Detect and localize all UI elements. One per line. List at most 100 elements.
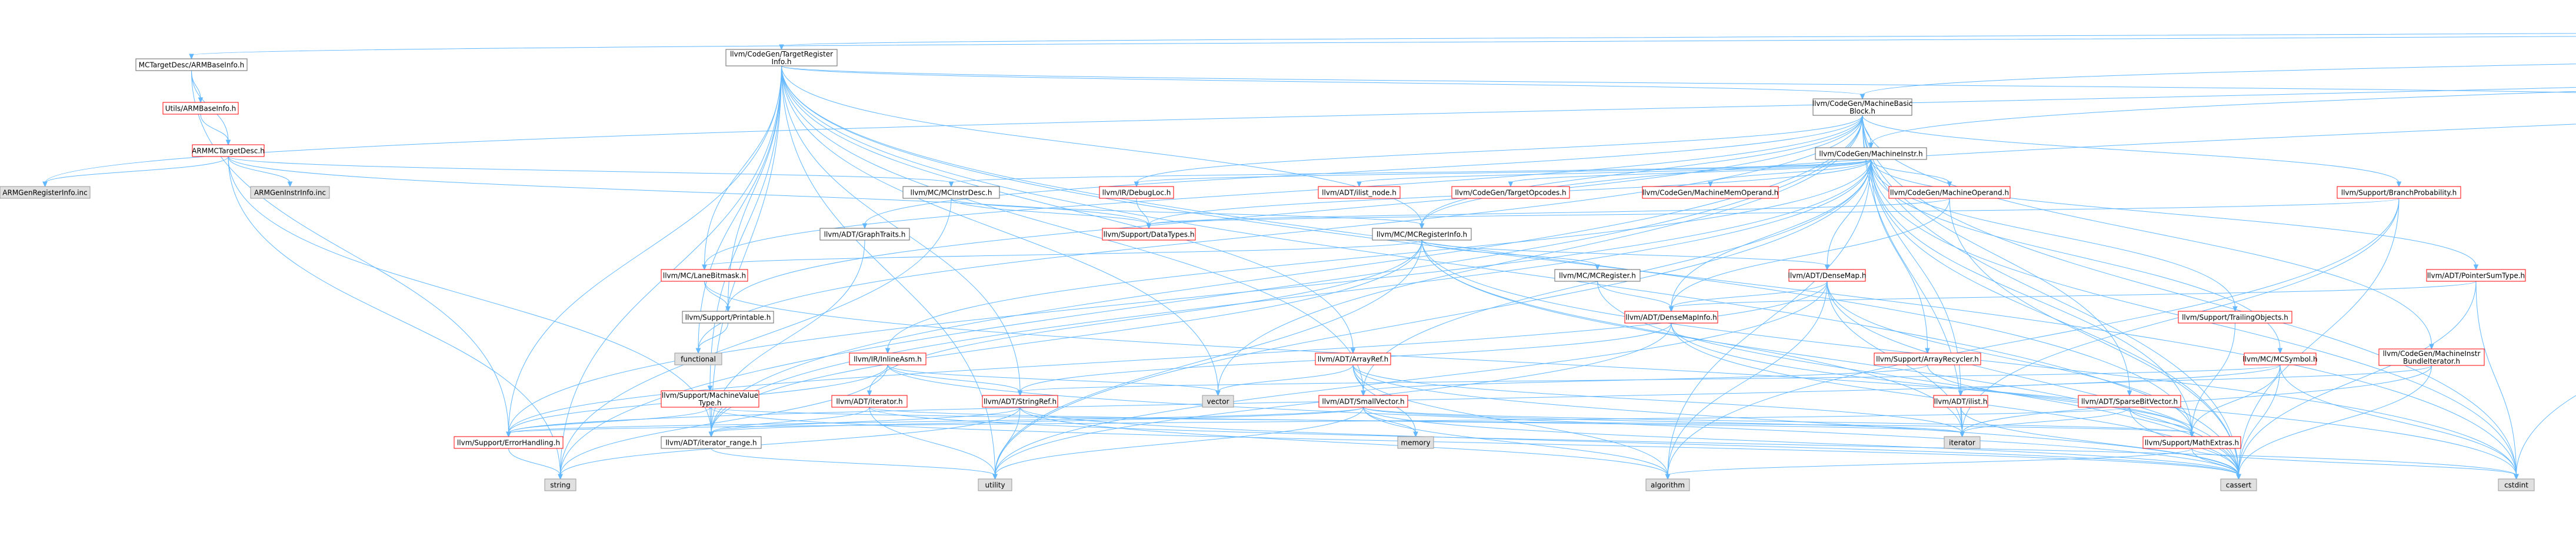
graph-node-arrayref[interactable]: llvm/ADT/ArrayRef.h — [1315, 352, 1391, 365]
graph-node-debugloc[interactable]: llvm/IR/DebugLoc.h — [1099, 186, 1174, 199]
edge-arrowhead — [1419, 223, 1425, 229]
node-label: Type.h — [698, 399, 722, 407]
graph-node-mcinstrdesc[interactable]: llvm/MC/MCInstrDesc.h — [902, 186, 1000, 199]
graph-node-branchprobability[interactable]: llvm/Support/BranchProbability.h — [2337, 186, 2461, 199]
node-label: llvm/CodeGen/MachineBasic — [1812, 99, 1913, 108]
graph-node-machineoperand[interactable]: llvm/CodeGen/MachineOperand.h — [1888, 186, 2011, 199]
graph-node-densemap[interactable]: llvm/ADT/DenseMap.h — [1788, 269, 1867, 282]
dependency-edge — [1421, 239, 1598, 267]
dependency-edge — [1671, 281, 1828, 308]
node-label: llvm/CodeGen/MachineInstr — [2383, 350, 2481, 358]
node-label: ARMGenRegisterInfo.inc — [2, 189, 87, 197]
dependency-edge — [728, 115, 1863, 308]
graph-node-machinememoperand[interactable]: llvm/CodeGen/MachineMemOperand.h — [1642, 186, 1779, 199]
graph-node-iteratorrange[interactable]: llvm/ADT/iterator_range.h — [661, 436, 762, 449]
dependency-edge — [698, 322, 728, 350]
dependency-edge — [191, 36, 2576, 56]
edge-arrowhead — [1868, 142, 1874, 149]
node-label: BundleIterator.h — [2403, 357, 2460, 365]
dependency-edge — [864, 115, 1863, 225]
dependency-edge — [200, 114, 229, 142]
dependency-edge — [2280, 364, 2517, 476]
dependency-edge — [887, 364, 2239, 476]
graph-node-trailingobjects[interactable]: llvm/Support/TrailingObjects.h — [2178, 311, 2292, 324]
dependency-edge — [995, 407, 1021, 476]
graph-node-datatypes[interactable]: llvm/Support/DataTypes.h — [1102, 228, 1196, 241]
graph-node-smallvector[interactable]: llvm/ADT/SmallVector.h — [1318, 395, 1408, 408]
dependency-edge — [709, 407, 712, 434]
graph-node-targetopcodes[interactable]: llvm/CodeGen/TargetOpcodes.h — [1451, 186, 1570, 199]
node-label: llvm/ADT/ilist.h — [1934, 398, 1988, 406]
edge-arrowhead — [725, 306, 731, 312]
node-label: llvm/Support/MathExtras.h — [2145, 439, 2239, 447]
graph-node-stringref[interactable]: llvm/ADT/StringRef.h — [982, 395, 1058, 408]
dependency-edge — [1862, 115, 1961, 392]
node-box — [1202, 395, 1234, 408]
edge-arrowhead — [2277, 348, 2283, 354]
node-label: llvm/CodeGen/TargetRegister — [730, 50, 833, 58]
dependency-edge — [951, 198, 1422, 225]
edge-arrowhead — [1134, 181, 1139, 188]
edge-arrowhead — [1960, 431, 1965, 438]
graph-node-ilistnode[interactable]: llvm/ADT/ilist_node.h — [1318, 186, 1401, 199]
graph-node-pointersumtype[interactable]: llvm/ADT/PointerSumType.h — [2426, 269, 2526, 282]
dependency-edge — [869, 407, 2517, 476]
graph-node-utilsarmbaseinfo[interactable]: Utils/ARMBaseInfo.h — [162, 102, 239, 115]
node-box — [849, 352, 927, 365]
graph-node-adtiterator[interactable]: llvm/ADT/iterator.h — [831, 395, 908, 408]
edge-arrowhead — [1665, 474, 1671, 480]
graph-node-ilist[interactable]: llvm/ADT/ilist.h — [1933, 395, 1988, 408]
dependency-edge — [781, 65, 1422, 225]
edge-arrowhead — [1947, 181, 1952, 188]
dependency-edge — [1148, 198, 1950, 225]
graph-node-errorhandling[interactable]: llvm/Support/ErrorHandling.h — [454, 436, 564, 449]
dependency-edge — [1136, 198, 1149, 225]
graph-node-mcregisterinfo[interactable]: llvm/MC/MCRegisterInfo.h — [1372, 228, 1472, 241]
dependency-edge — [711, 407, 870, 434]
edge-arrowhead — [2514, 474, 2519, 480]
node-box — [0, 186, 91, 199]
graph-node-armmctargetdesc[interactable]: ARMMCTargetDesc.h — [192, 144, 265, 157]
dependency-edge — [781, 65, 2192, 434]
dependency-edge — [228, 156, 291, 184]
dependency-edge — [1136, 159, 1871, 184]
dependency-edge — [1671, 198, 1950, 308]
graph-node-densemapinfo[interactable]: llvm/ADT/DenseMapInfo.h — [1624, 311, 1718, 324]
graph-node-mcregister[interactable]: llvm/MC/MCRegister.h — [1554, 269, 1641, 282]
node-label: llvm/Support/ArrayRecycler.h — [1876, 355, 1979, 364]
graph-node-printable[interactable]: llvm/Support/Printable.h — [682, 311, 774, 324]
graph-node-inlineasm[interactable]: llvm/IR/InlineAsm.h — [849, 352, 927, 365]
node-label: llvm/Support/ErrorHandling.h — [457, 439, 560, 447]
dependency-edge — [781, 65, 1218, 392]
node-label: llvm/MC/LaneBitmask.h — [663, 272, 746, 280]
node-box — [2498, 478, 2535, 491]
dependency-edge — [1363, 407, 2239, 476]
dependency-edge — [698, 65, 782, 350]
graph-node-bundleiterator[interactable]: llvm/CodeGen/MachineInstrBundleIterator.… — [2378, 348, 2485, 366]
edge-arrowhead — [885, 348, 891, 354]
edge-arrowhead — [287, 181, 293, 188]
node-box — [1372, 228, 1472, 241]
node-box — [1812, 98, 1912, 116]
graph-node-lanebitmask[interactable]: llvm/MC/LaneBitmask.h — [661, 269, 748, 282]
edge-arrowhead — [1958, 390, 1964, 397]
node-label: memory — [1401, 439, 1430, 447]
graph-node-graphtraits[interactable]: llvm/ADT/GraphTraits.h — [819, 228, 910, 241]
graph-node-machineinstr[interactable]: llvm/CodeGen/MachineInstr.h — [1815, 147, 1927, 160]
graph-node-iterator: iterator — [1944, 436, 1981, 449]
graph-node-arrayrecycler[interactable]: llvm/Support/ArrayRecycler.h — [1874, 352, 1981, 365]
node-box — [2426, 269, 2526, 282]
dependency-edge — [2238, 365, 2432, 476]
dependency-edge — [704, 239, 1422, 267]
graph-node-mathextras[interactable]: llvm/Support/MathExtras.h — [2142, 436, 2241, 449]
node-box — [162, 102, 239, 115]
graph-node-mcsymbol[interactable]: llvm/MC/MCSymbol.h — [2242, 352, 2318, 365]
dependency-edge — [1962, 407, 2130, 434]
node-label: llvm/ADT/GraphTraits.h — [824, 231, 906, 239]
graph-node-mctargetdesc[interactable]: MCTargetDesc/ARMBaseInfo.h — [135, 58, 248, 71]
graph-node-sparsebitvector[interactable]: llvm/ADT/SparseBitVector.h — [2078, 395, 2181, 408]
